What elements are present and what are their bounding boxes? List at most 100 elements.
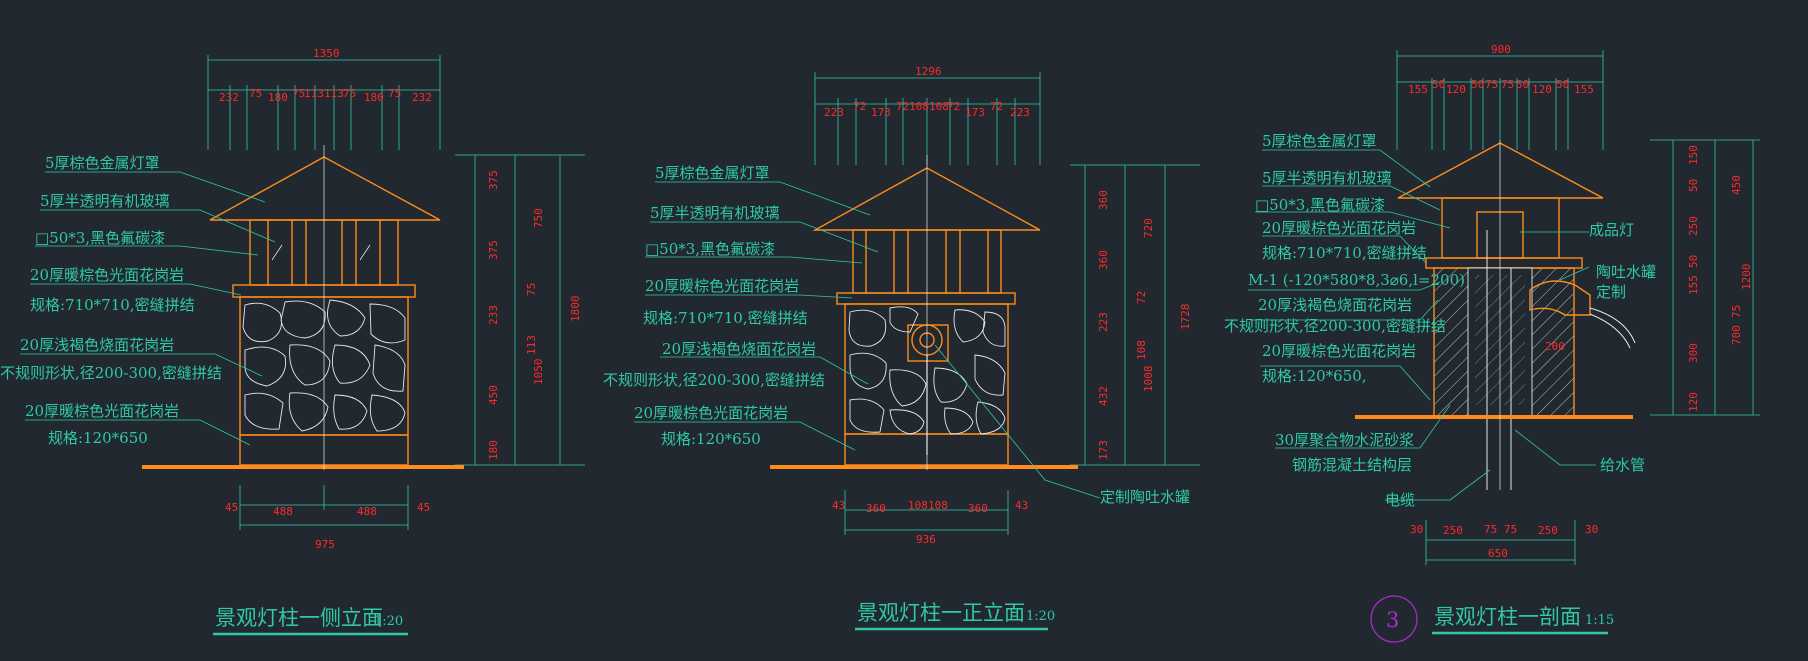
section-right-top-extra: 50 bbox=[1687, 179, 1700, 192]
side-dimension-values: 1350 232 75 180 75 113 113 75 180 75 232… bbox=[219, 47, 582, 551]
section-spout-jar bbox=[1529, 280, 1591, 316]
side-right-mid: 750 bbox=[532, 208, 545, 228]
section-label-acrylic: 5厚半透明有机玻璃 bbox=[1262, 169, 1392, 187]
front-right-mid: 1008 bbox=[1142, 366, 1155, 393]
front-top-dim: 173 bbox=[965, 106, 985, 119]
side-label-base-spec: 规格:120*650 bbox=[48, 429, 148, 447]
front-right-dim: 432 bbox=[1097, 386, 1110, 406]
section-top-dim: 50 bbox=[1556, 78, 1569, 91]
side-view-title: 景观灯柱一侧立面 bbox=[215, 606, 383, 630]
front-bottom-dim: 108 bbox=[928, 499, 948, 512]
front-label-steel-frame: □50*3,黑色氟碳漆 bbox=[645, 240, 775, 258]
section-label-mortar: 30厚聚合物水泥砂浆 bbox=[1275, 431, 1414, 449]
front-bottom-dim: 360 bbox=[866, 502, 886, 515]
side-view-scale: 1:20 bbox=[374, 614, 403, 629]
front-right-mid: 720 bbox=[1142, 218, 1155, 238]
front-label-base-spec: 规格:120*650 bbox=[661, 430, 761, 448]
side-right-dim: 180 bbox=[487, 440, 500, 460]
section-bottom-dim: 30 bbox=[1410, 523, 1423, 536]
section-right-dim: 300 bbox=[1687, 343, 1700, 363]
section-label-cap-granite: 20厚暖棕色光面花岗岩 bbox=[1262, 219, 1416, 237]
front-bottom-dim: 360 bbox=[968, 502, 988, 515]
side-top-dim: 75 bbox=[343, 87, 356, 100]
section-label-lampshade: 5厚棕色金属灯罩 bbox=[1262, 132, 1377, 150]
section-top-dim: 75 bbox=[1485, 78, 1498, 91]
side-top-dim: 113 bbox=[304, 87, 324, 100]
front-right-total: 1728 bbox=[1179, 304, 1192, 331]
section-bottom-dim: 75 bbox=[1504, 523, 1517, 536]
section-ground-line bbox=[1355, 415, 1633, 419]
front-bottom-total: 936 bbox=[916, 533, 936, 546]
section-top-dim: 120 bbox=[1532, 83, 1552, 96]
side-bottom-dim: 45 bbox=[417, 501, 430, 514]
section-top-dim: 120 bbox=[1446, 83, 1466, 96]
front-right-dim: 173 bbox=[1097, 440, 1110, 460]
side-label-stone-face: 20厚浅褐色烧面花岗岩 bbox=[20, 336, 174, 354]
front-top-dim: 72 bbox=[990, 100, 1003, 113]
front-top-dim: 72 bbox=[853, 100, 866, 113]
front-top-dim: 108 bbox=[909, 100, 929, 113]
side-glass-marks bbox=[271, 244, 371, 261]
section-label-cap-spec: 规格:710*710,密缝拼结 bbox=[1262, 244, 1427, 262]
front-bottom-dim: 43 bbox=[1015, 499, 1028, 512]
section-top-dim: 50 bbox=[1432, 78, 1445, 91]
section-body bbox=[1397, 142, 1604, 269]
side-label-lampshade: 5厚棕色金属灯罩 bbox=[45, 154, 160, 172]
side-bottom-total: 975 bbox=[315, 538, 335, 551]
section-bottom-total: 650 bbox=[1488, 547, 1508, 560]
section-view-title: 景观灯柱一剖面 bbox=[1434, 605, 1581, 629]
section-right-total: 1200 bbox=[1740, 264, 1753, 291]
side-label-cap-spec: 规格:710*710,密缝拼结 bbox=[30, 296, 195, 314]
section-dimension-values: 900 155 50 120 50 75 75 50 120 50 155 30… bbox=[1408, 43, 1753, 560]
front-label-cap-granite: 20厚暖棕色光面花岗岩 bbox=[645, 277, 799, 295]
front-top-dim: 223 bbox=[824, 106, 844, 119]
front-label-acrylic: 5厚半透明有机玻璃 bbox=[650, 204, 780, 222]
section-water-arc bbox=[1589, 307, 1636, 349]
section-top-dim: 75 bbox=[1501, 78, 1514, 91]
front-bottom-dim: 108 bbox=[908, 499, 928, 512]
side-dimension-lines bbox=[207, 55, 585, 530]
side-label-cap-granite: 20厚暖棕色光面花岗岩 bbox=[30, 266, 184, 284]
side-top-dim: 232 bbox=[219, 91, 239, 104]
section-view: 5厚棕色金属灯罩 5厚半透明有机玻璃 □50*3,黑色氟碳漆 20厚暖棕色光面花… bbox=[1224, 43, 1760, 643]
section-top-dim: 155 bbox=[1408, 83, 1428, 96]
front-label-spout-jar: 定制陶吐水罐 bbox=[1100, 488, 1190, 506]
section-right-dim: 150 bbox=[1687, 145, 1700, 165]
side-right-dim: 375 bbox=[487, 240, 500, 260]
section-callout-circle bbox=[1370, 595, 1418, 643]
section-right-dim: 250 bbox=[1687, 216, 1700, 236]
front-label-stone-spec: 不规则形状,径200-300,密缝拼结 bbox=[603, 371, 825, 389]
side-top-dim: 75 bbox=[249, 87, 262, 100]
front-dimension-lines bbox=[814, 72, 1200, 535]
front-dimension-values: 1296 223 72 173 72 108 108 72 173 72 223… bbox=[824, 65, 1192, 546]
section-label-custom: 定制 bbox=[1596, 283, 1626, 301]
section-bottom-dim: 250 bbox=[1443, 524, 1463, 537]
side-top-total: 1350 bbox=[313, 47, 340, 60]
side-right-dim: 75 bbox=[525, 283, 538, 296]
side-right-dim: 113 bbox=[525, 335, 538, 355]
front-bottom-dim: 43 bbox=[832, 499, 845, 512]
section-bottom-dim: 75 bbox=[1484, 523, 1497, 536]
side-bottom-dim: 488 bbox=[357, 505, 377, 518]
side-leaders bbox=[20, 171, 276, 446]
section-dimension-lines bbox=[1396, 50, 1760, 565]
front-view-title: 景观灯柱一正立面 bbox=[857, 601, 1025, 625]
side-bottom-dim: 488 bbox=[273, 505, 293, 518]
section-top-dim: 50 bbox=[1471, 78, 1484, 91]
section-bottom-dim: 30 bbox=[1585, 523, 1598, 536]
front-right-dim: 360 bbox=[1097, 250, 1110, 270]
side-top-dim: 75 bbox=[388, 87, 401, 100]
side-ground-line bbox=[142, 465, 464, 469]
section-label-light-fixture: 成品灯 bbox=[1589, 221, 1634, 239]
side-right-dim: 233 bbox=[487, 305, 500, 325]
side-post-body bbox=[209, 156, 441, 466]
section-labels: 5厚棕色金属灯罩 5厚半透明有机玻璃 □50*3,黑色氟碳漆 20厚暖棕色光面花… bbox=[1224, 132, 1656, 509]
side-labels: 5厚棕色金属灯罩 5厚半透明有机玻璃 □50*3,黑色氟碳漆 20厚暖棕色光面花… bbox=[0, 154, 222, 447]
side-right-mid: 1050 bbox=[532, 359, 545, 386]
side-top-dim: 75 bbox=[292, 87, 305, 100]
section-label-steel-frame: □50*3,黑色氟碳漆 bbox=[1255, 196, 1385, 214]
side-label-stone-spec: 不规则形状,径200-300,密缝拼结 bbox=[0, 364, 222, 382]
front-label-base-granite: 20厚暖棕色光面花岗岩 bbox=[634, 404, 788, 422]
front-labels: 5厚棕色金属灯罩 5厚半透明有机玻璃 □50*3,黑色氟碳漆 20厚暖棕色光面花… bbox=[603, 164, 1190, 506]
